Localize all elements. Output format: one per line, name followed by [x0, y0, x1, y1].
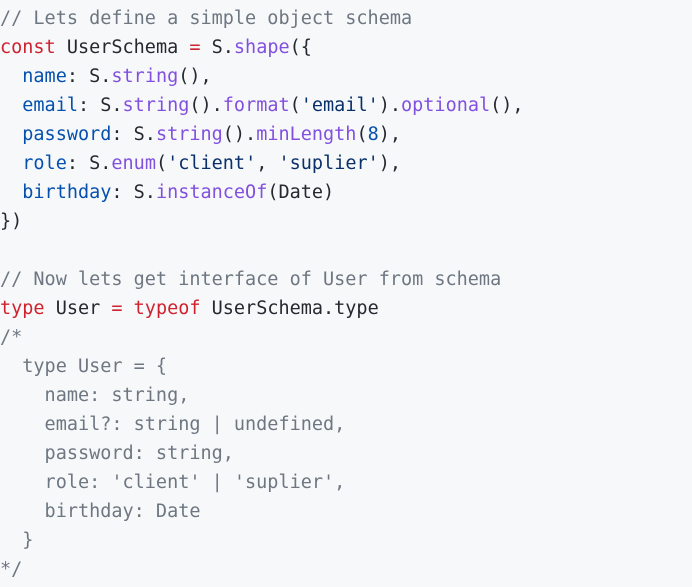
code-token-plain: S. [200, 37, 234, 58]
code-token-keyword: = [111, 298, 123, 319]
code-token-plain: : S. [77, 95, 123, 116]
code-token-comment: email?: string | undefined, [0, 414, 346, 435]
code-token-constant: 8 [367, 124, 379, 145]
code-line: role: S.enum('client', 'suplier'), [0, 149, 692, 178]
code-token-comment: // Lets define a simple object schema [0, 8, 413, 29]
code-token-plain: : S. [111, 124, 156, 145]
code-token-comment: type User = { [0, 356, 168, 377]
code-token-comment: birthday: Date [0, 501, 201, 522]
code-line: birthday: S.instanceOf(Date) [0, 178, 692, 207]
code-token-plain [123, 298, 134, 319]
code-token-entity: format [222, 95, 290, 116]
code-line: password: S.string().minLength(8), [0, 120, 692, 149]
code-line: } [0, 526, 692, 555]
code-token-plain: UserSchema.type [200, 298, 379, 319]
code-line: /* [0, 323, 692, 352]
code-token-plain [0, 66, 22, 87]
code-token-entity: instanceOf [155, 182, 268, 203]
code-token-plain: (). [189, 95, 223, 116]
code-token-comment: */ [0, 559, 23, 580]
code-token-keyword: = [189, 37, 201, 58]
code-token-plain: ( [356, 124, 368, 145]
code-token-plain: : S. [111, 182, 156, 203]
code-token-entity: string [155, 124, 223, 145]
code-token-comment: } [0, 530, 34, 551]
code-token-plain [0, 182, 22, 203]
code-token-constant: role [22, 153, 67, 174]
code-token-keyword: typeof [133, 298, 201, 319]
code-line: type User = { [0, 352, 692, 381]
code-token-plain: (). [222, 124, 257, 145]
code-token-keyword: const [0, 37, 56, 58]
code-token-comment: role: 'client' | 'suplier', [0, 472, 346, 493]
code-listing: // Lets define a simple object schema con… [0, 4, 692, 584]
code-token-entity: shape [233, 37, 290, 58]
code-line: */ [0, 555, 692, 584]
code-line: password: string, [0, 439, 692, 468]
code-token-string: 'email' [300, 95, 379, 116]
code-line: role: 'client' | 'suplier', [0, 468, 692, 497]
code-line: // Lets define a simple object schema [0, 4, 692, 33]
code-content: // Lets define a simple object schema con… [0, 4, 692, 584]
code-token-plain [0, 153, 22, 174]
code-token-plain: ), [378, 124, 402, 145]
code-token-string: 'suplier' [278, 153, 379, 174]
code-token-plain: ), [378, 153, 402, 174]
code-token-plain: ({ [289, 37, 312, 58]
code-token-plain: }) [0, 211, 23, 232]
code-line: // Now lets get interface of User from s… [0, 265, 692, 294]
code-token-plain: (Date) [267, 182, 335, 203]
code-token-constant: birthday [22, 182, 112, 203]
code-token-comment: // Now lets get interface of User from s… [0, 269, 502, 290]
code-token-plain: : S. [66, 66, 112, 87]
code-line: const UserSchema = S.shape({ [0, 33, 692, 62]
code-token-plain: ( [289, 95, 301, 116]
code-line: name: S.string(), [0, 62, 692, 91]
code-line: name: string, [0, 381, 692, 410]
code-token-constant: password [22, 124, 112, 145]
code-line: email: S.string().format('email').option… [0, 91, 692, 120]
code-token-entity: string [111, 66, 179, 87]
code-token-plain: User [44, 298, 112, 319]
code-token-comment: name: string, [0, 385, 190, 406]
code-token-comment: password: string, [0, 443, 234, 464]
code-token-plain: ( [155, 153, 168, 174]
code-token-comment: /* [0, 327, 23, 348]
code-token-string: 'client' [167, 153, 257, 174]
code-token-plain: UserSchema [55, 37, 190, 58]
code-token-constant: name [22, 66, 67, 87]
code-token-plain: , [256, 153, 279, 174]
code-token-entity: enum [111, 153, 156, 174]
code-token-entity: optional [401, 95, 491, 116]
code-token-entity: string [122, 95, 190, 116]
code-token-plain: (), [178, 66, 212, 87]
code-line: }) [0, 207, 692, 236]
code-token-constant: email [22, 95, 78, 116]
code-token-plain: ). [378, 95, 402, 116]
code-token-plain [0, 124, 22, 145]
code-token-plain: : S. [66, 153, 112, 174]
code-line: birthday: Date [0, 497, 692, 526]
code-line [0, 236, 692, 265]
code-token-plain [0, 95, 22, 116]
code-token-keyword: type [0, 298, 45, 319]
code-line: type User = typeof UserSchema.type [0, 294, 692, 323]
code-line: email?: string | undefined, [0, 410, 692, 439]
code-token-entity: minLength [256, 124, 357, 145]
code-token-plain: (), [490, 95, 524, 116]
